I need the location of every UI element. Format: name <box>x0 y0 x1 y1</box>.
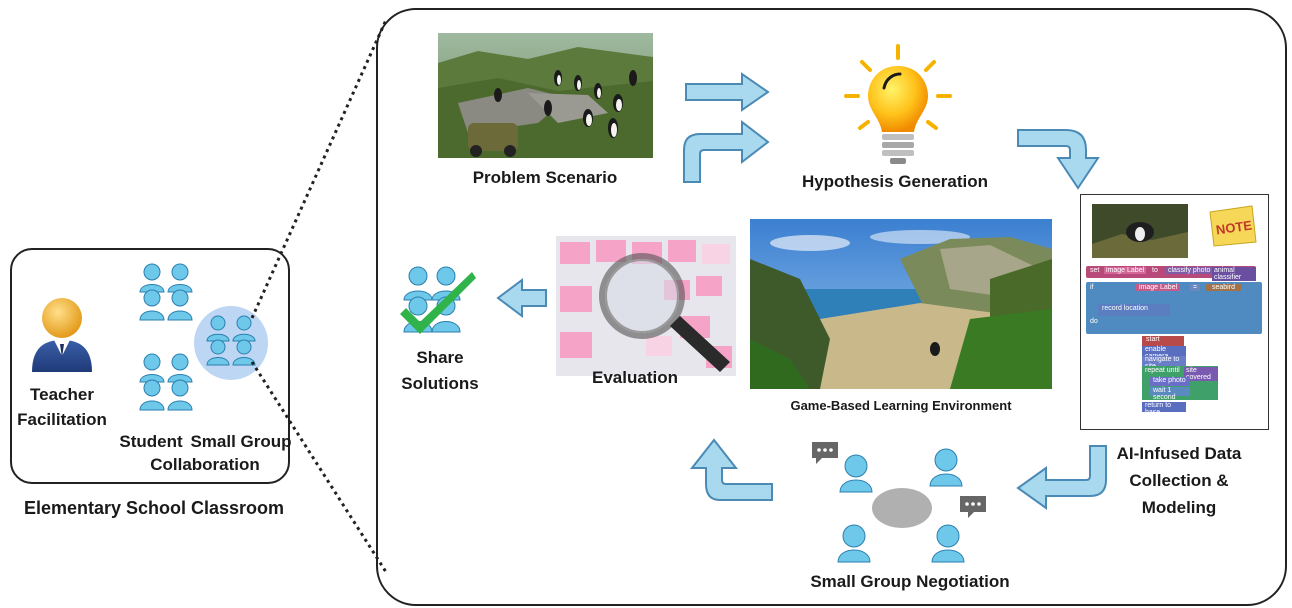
negotiation-label: Small Group Negotiation <box>810 572 1010 591</box>
learning-cycle-frame <box>376 8 1287 606</box>
student-group-icon <box>139 263 193 321</box>
evaluation-image <box>556 236 736 376</box>
game-environment-image <box>750 219 1052 389</box>
note-text: NOTE <box>1215 218 1253 238</box>
share-solutions-line1: Share <box>416 348 464 367</box>
evaluation-label: Evaluation <box>592 368 678 387</box>
highlighted-group-icon <box>194 306 268 380</box>
problem-scenario-label: Problem Scenario <box>472 168 618 187</box>
block-do: do <box>1090 318 1098 325</box>
problem-scenario-image <box>438 33 653 158</box>
arrow-right-icon <box>685 72 770 112</box>
negotiation-group-icon <box>812 442 986 563</box>
share-solutions-icon <box>400 266 476 334</box>
student-label-b: Small Group <box>190 432 292 451</box>
ai-label-line2: Collection & <box>1129 471 1229 490</box>
student-group-icon <box>139 353 193 411</box>
teacher-label-line1: Teacher <box>30 385 94 404</box>
bent-up-arrow-icon <box>689 438 773 501</box>
lightbulb-icon <box>844 44 952 164</box>
teacher-label-line2: Facilitation <box>17 410 107 429</box>
student-label-line2: Collaboration <box>150 455 260 474</box>
game-environment-label: Game-Based Learning Environment <box>790 398 1012 413</box>
block-set: set <box>1090 267 1100 274</box>
block-code: set image Label to classify photo animal… <box>1086 266 1266 426</box>
block-image-label-2: image Label <box>1136 284 1181 291</box>
block-seabird: seabird <box>1206 284 1241 291</box>
ai-label-line3: Modeling <box>1141 498 1217 517</box>
note-icon: NOTE <box>1209 205 1257 247</box>
block-wait: wait 1 second <box>1153 387 1176 401</box>
ai-label-line1: AI-Infused Data <box>1116 444 1242 463</box>
block-take-photo: take photo <box>1153 377 1186 384</box>
share-solutions-line2: Solutions <box>401 374 479 393</box>
curved-down-arrow-icon <box>1017 129 1100 190</box>
curved-left-arrow-icon <box>1016 445 1107 510</box>
hypothesis-generation-label: Hypothesis Generation <box>801 172 989 191</box>
block-to: to <box>1152 267 1158 274</box>
bent-arrow-icon <box>683 120 770 183</box>
arrow-left-icon <box>496 278 547 318</box>
block-eq: = <box>1190 284 1201 291</box>
block-record-location: record location <box>1102 305 1148 312</box>
student-label-a: Student <box>119 432 183 451</box>
block-animal-classifier: animal classifier <box>1212 267 1256 281</box>
block-image-label: image Label <box>1104 267 1147 274</box>
block-return: return to base <box>1145 402 1172 416</box>
block-site-covered: site covered <box>1184 367 1218 381</box>
ai-thumbnail-image <box>1092 204 1188 258</box>
classroom-title: Elementary School Classroom <box>23 498 285 518</box>
block-classify-photo: classify photo <box>1166 267 1213 274</box>
block-start: start <box>1146 336 1160 343</box>
classroom-box <box>10 248 290 484</box>
teacher-icon <box>32 298 92 372</box>
block-repeat-until: repeat until <box>1145 367 1180 374</box>
block-if: if <box>1090 284 1094 291</box>
